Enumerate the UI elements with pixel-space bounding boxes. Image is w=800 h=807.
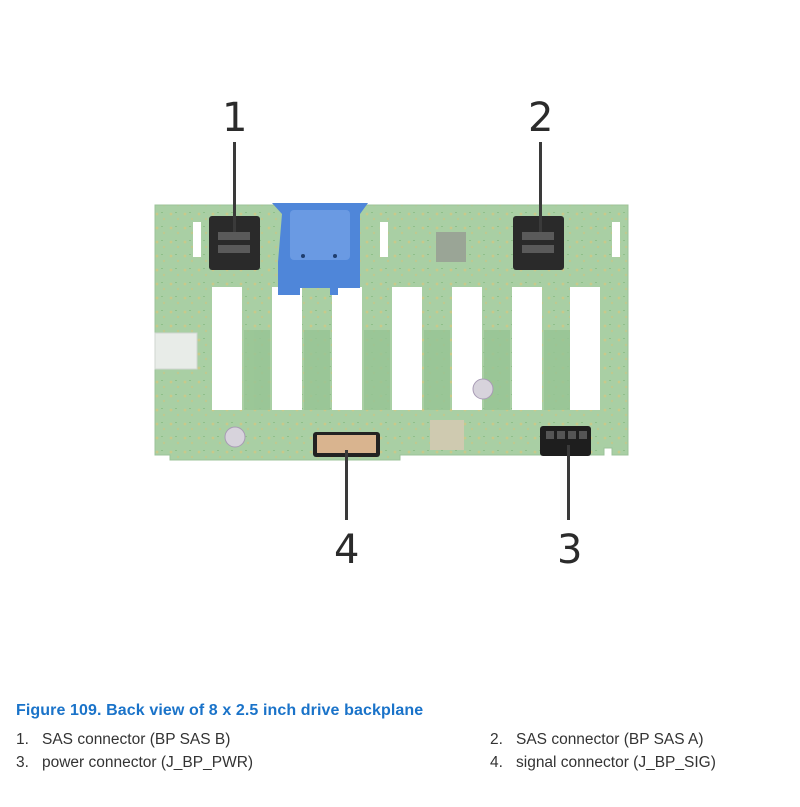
figure-caption: Figure 109. Back view of 8 x 2.5 inch dr… xyxy=(16,702,424,719)
backplane-board-image xyxy=(154,203,629,461)
callout-4-leader xyxy=(345,450,348,520)
legend-item-2: 2. SAS connector (BP SAS A) xyxy=(490,731,704,749)
legend-text: SAS connector (BP SAS B) xyxy=(42,731,231,748)
legend-text: SAS connector (BP SAS A) xyxy=(516,731,704,748)
signal-connector xyxy=(313,432,380,457)
sas-connector-b xyxy=(209,216,260,270)
legend-text: power connector (J_BP_PWR) xyxy=(42,754,254,771)
callout-3: 3 xyxy=(557,527,583,573)
legend-num: 4. xyxy=(490,754,503,771)
callout-4: 4 xyxy=(334,527,360,573)
legend-item-1: 1. SAS connector (BP SAS B) xyxy=(16,731,230,749)
power-connector xyxy=(540,426,591,456)
legend-num: 3. xyxy=(16,754,29,771)
legend-num: 1. xyxy=(16,731,29,748)
callout-1-leader xyxy=(233,142,236,232)
blue-latch xyxy=(272,203,368,295)
legend-text: signal connector (J_BP_SIG) xyxy=(516,754,716,771)
callout-2: 2 xyxy=(528,95,554,141)
callout-2-leader xyxy=(539,142,542,232)
sas-connector-a xyxy=(513,216,564,270)
drive-slot-cutouts xyxy=(193,222,620,410)
callout-3-leader xyxy=(567,445,570,520)
callout-1: 1 xyxy=(222,95,248,141)
legend-item-3: 3. power connector (J_BP_PWR) xyxy=(16,754,253,772)
backplane-figure: 1 2 4 3 xyxy=(154,95,629,573)
legend-item-4: 4. signal connector (J_BP_SIG) xyxy=(490,754,716,772)
legend-num: 2. xyxy=(490,731,503,748)
